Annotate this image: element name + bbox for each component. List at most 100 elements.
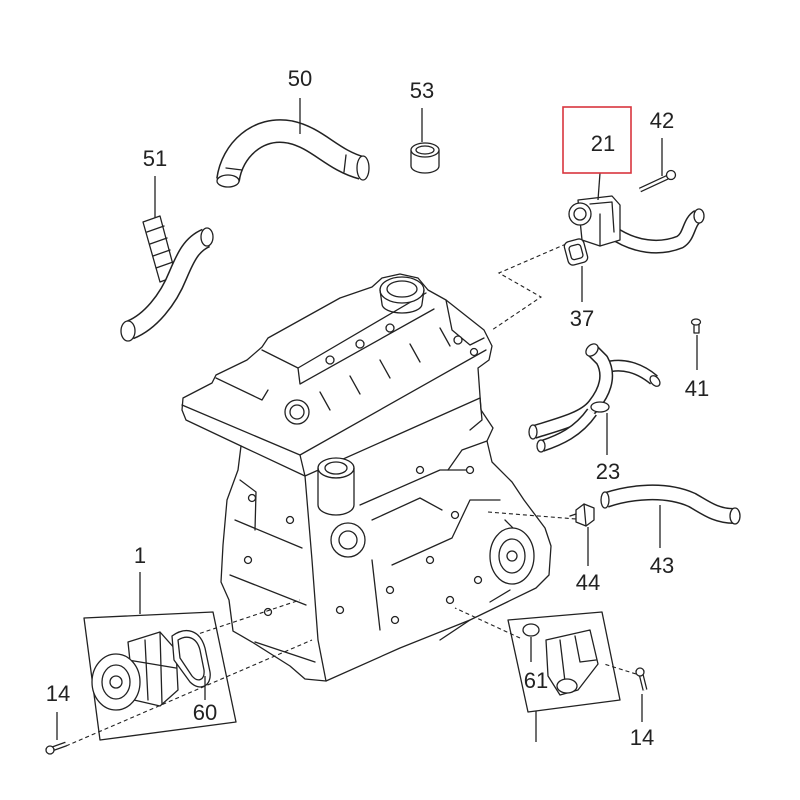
assembly-line (454, 607, 521, 639)
block-front-edge (304, 475, 327, 682)
bolt-42 (638, 169, 677, 193)
engine-silhouette (181, 273, 552, 682)
callout-51[interactable]: 51 (143, 146, 167, 171)
gasket-60-inner (177, 636, 205, 681)
sensor-44-tip (569, 503, 587, 527)
leader-line-21 (597, 172, 601, 201)
hose-43 (600, 484, 741, 525)
pipe-23-end (649, 375, 661, 387)
callout-43[interactable]: 43 (650, 553, 674, 578)
highlight-box (562, 106, 632, 174)
block-bolt (415, 465, 425, 475)
cam-cover-ledge (215, 377, 269, 401)
clamp-53 (410, 142, 440, 174)
bolt-14-right-shank-fill (639, 673, 647, 691)
callout-21[interactable]: 21 (591, 131, 615, 156)
sensor-44 (569, 503, 595, 527)
block-rib (229, 479, 316, 663)
callout-23[interactable]: 23 (596, 459, 620, 484)
block-bolt (385, 585, 395, 595)
group-box-outline (83, 611, 237, 741)
callout-42[interactable]: 42 (650, 108, 674, 133)
callout-14-right[interactable]: 14 (630, 725, 654, 750)
thermostat-housing-21 (568, 195, 705, 254)
housing-21-flange (589, 201, 615, 247)
crank-pulley-hub (506, 550, 518, 562)
bolt-14-right-head (635, 667, 645, 677)
callout-60[interactable]: 60 (193, 700, 217, 725)
cover-bolt (469, 347, 479, 357)
bolt-42-head (665, 169, 677, 181)
water-pump-hub (109, 675, 123, 689)
block-bolt (425, 555, 435, 565)
water-pipe-23 (528, 343, 661, 453)
pipe-23-end (536, 439, 546, 453)
hose-50-fill (217, 120, 366, 183)
clamp-53-opening (415, 145, 435, 155)
housing-21-port-inner (573, 207, 587, 221)
gasket-37 (563, 238, 589, 266)
bolt-14-left-head (45, 745, 55, 755)
cylinder-head-face (299, 454, 306, 477)
block-bolt (263, 607, 273, 617)
callout-44[interactable]: 44 (576, 570, 600, 595)
block-bolt (465, 465, 475, 475)
hose-51-bracket-mesh (146, 225, 174, 269)
hose-50-clamp-mark (225, 154, 347, 173)
cover-bolt (453, 335, 463, 345)
bolt-14-left (45, 741, 67, 755)
hose-43-end (600, 491, 610, 509)
pipe-23-end (585, 343, 599, 357)
hose-51 (120, 215, 214, 342)
block-bolt (473, 575, 483, 585)
thermostat-neck-body (317, 467, 355, 516)
callout-61[interactable]: 61 (524, 668, 548, 693)
water-pump-detail (127, 631, 177, 705)
callout-50[interactable]: 50 (288, 66, 312, 91)
cover-bolt (355, 339, 365, 349)
block-bolt (247, 493, 257, 503)
gasket-60 (171, 630, 211, 688)
hose-51-fill (126, 230, 210, 338)
assembly-line (487, 511, 577, 520)
hose-50-end (356, 155, 370, 181)
block-bolts (243, 465, 483, 625)
callout-14-left[interactable]: 14 (46, 681, 70, 706)
gasket-37-inner (568, 243, 584, 261)
assembly-line (65, 639, 313, 747)
callout-37[interactable]: 37 (570, 306, 594, 331)
cam-cover-rib (319, 327, 451, 411)
assembly-line (491, 243, 567, 331)
group-box-outline (507, 611, 621, 713)
pipe-23-clamp (590, 401, 610, 413)
bolt-41-head (690, 318, 702, 326)
assembly-line (603, 663, 637, 675)
callout-53[interactable]: 53 (410, 78, 434, 103)
oil-filler-neck (379, 289, 425, 314)
bolt-41 (690, 318, 702, 334)
callout-1[interactable]: 1 (134, 543, 146, 568)
bolt-14-right (635, 667, 648, 691)
water-outlet-inner (338, 530, 358, 550)
hose-50 (216, 119, 370, 188)
outlet-housing-body (545, 629, 599, 696)
o-ring (522, 623, 540, 637)
cam-cover-ridge (261, 308, 435, 385)
block-bolt (243, 555, 253, 565)
cam-cover-ridge-top (297, 292, 427, 369)
block-bolt (335, 605, 345, 615)
hose-43-fill (603, 486, 735, 523)
block-side-edge (469, 397, 483, 431)
engine-assembly (181, 273, 552, 682)
housing-21-pipe-fill (608, 211, 702, 253)
cover-bolt (325, 355, 335, 365)
block-bolt (390, 615, 400, 625)
callout-41[interactable]: 41 (685, 376, 709, 401)
thermostat-neck-opening (324, 461, 348, 475)
bolt-42-shank-fill (639, 175, 669, 192)
bolt-14-left-shank-fill (51, 742, 67, 751)
hose-51-end (120, 320, 136, 342)
cover-bolt (385, 323, 395, 333)
pipe-23-lower-fill (540, 409, 596, 451)
